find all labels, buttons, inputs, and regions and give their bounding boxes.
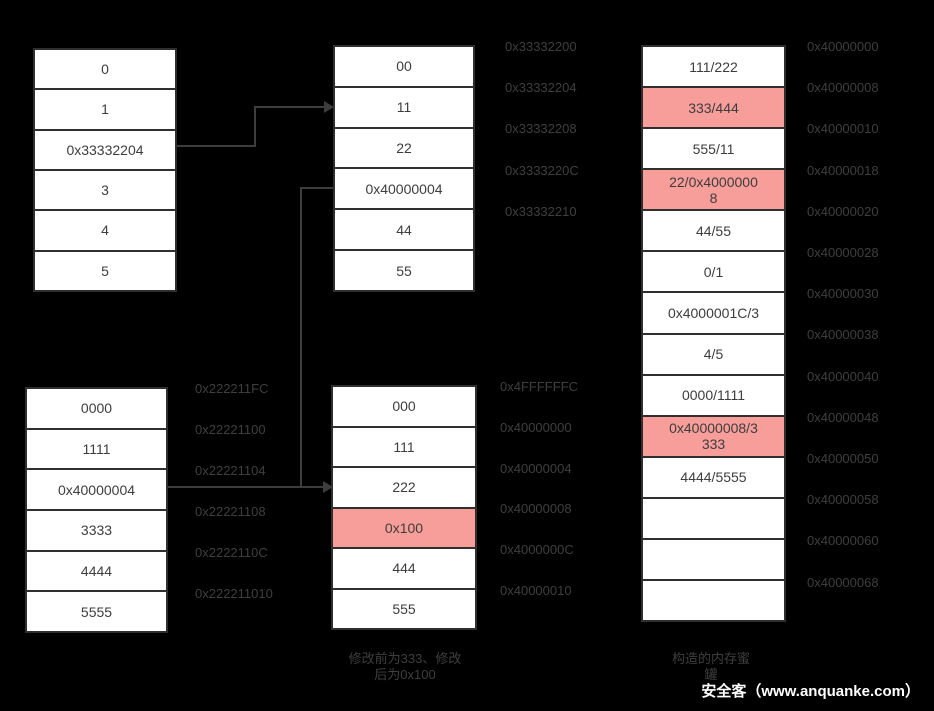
memory-cell-highlighted: 0x40000008/3 333 — [643, 414, 784, 456]
memory-cell: 0000/1111 — [643, 373, 784, 415]
memory-cell: 0 — [35, 50, 175, 89]
arrow-0x33332204-pointer — [177, 106, 325, 147]
address-label: 0x40000048 — [807, 410, 879, 425]
memory-cell: 55 — [335, 249, 473, 290]
address-label: 0x222211010 — [195, 586, 273, 601]
address-label: 0x40000040 — [807, 369, 879, 384]
memory-cell: 0000 — [27, 389, 166, 428]
address-label: 0x40000000 — [807, 39, 879, 54]
memory-cell: 4 — [35, 209, 175, 250]
memory-cell: 3333 — [27, 509, 166, 550]
address-label: 0x40000030 — [807, 286, 879, 301]
memory-cell: 0/1 — [643, 250, 784, 292]
memory-cell: 555 — [333, 587, 475, 628]
memory-cell: 0x40000004 — [27, 468, 166, 510]
memory-cell-highlighted: 333/444 — [643, 86, 784, 128]
memory-cell: 0x40000004 — [335, 167, 473, 209]
address-label: 0x2222110C — [195, 545, 268, 560]
memory-cell: 22 — [335, 126, 473, 168]
address-label: 0x4FFFFFFC — [500, 379, 578, 394]
address-label: 0x4000000C — [500, 542, 574, 557]
memory-cell: 3 — [35, 168, 175, 210]
memory-cell: 0x4000001C/3 — [643, 291, 784, 333]
memory-cell: 11 — [335, 85, 473, 127]
memory-cell: 222 — [333, 466, 475, 507]
memory-cell: 5555 — [27, 590, 166, 632]
memory-cell-highlighted: 0x100 — [333, 506, 475, 547]
memory-cell: 111/222 — [643, 47, 784, 87]
address-label: 0x40000038 — [807, 327, 879, 342]
memory-cell: 4/5 — [643, 332, 784, 374]
address-label: 0x40000018 — [807, 163, 879, 178]
address-label: 0x33332208 — [505, 121, 577, 136]
address-label: 0x22221108 — [195, 504, 266, 519]
memory-cell: 000 — [333, 387, 475, 426]
address-label: 0x33332200 — [505, 39, 577, 54]
memory-cell: 44 — [335, 208, 473, 250]
address-label: 0x22221100 — [195, 422, 266, 437]
address-label: 0x40000050 — [807, 451, 879, 466]
memory-cell: 4444/5555 — [643, 455, 784, 497]
memory-cell — [643, 496, 784, 538]
memory-cell: 5 — [35, 249, 175, 290]
caption-constructed-memory: 构造的内存蜜 罐 — [671, 651, 750, 682]
address-label: 0x40000058 — [807, 492, 879, 507]
address-label: 0x40000008 — [807, 80, 879, 95]
address-label: 0x40000028 — [807, 245, 879, 260]
memory-cell: 444 — [333, 547, 475, 588]
address-label: 0x33332210 — [505, 204, 577, 219]
caption-modified-value: 修改前为333、修改 后为0x100 — [348, 651, 462, 682]
address-label: 0x40000060 — [807, 533, 879, 548]
memory-cell-highlighted: 22/0x4000000 8 — [643, 168, 784, 210]
memory-cell: 111 — [333, 425, 475, 466]
address-label: 0x40000068 — [807, 575, 879, 590]
address-label: 0x222211FC — [195, 381, 269, 396]
address-label: 0x40000004 — [500, 461, 572, 476]
address-label: 0x40000000 — [500, 420, 572, 435]
address-label: 0x40000020 — [807, 204, 879, 219]
memory-cell: 1111 — [27, 427, 166, 469]
memory-cell — [643, 537, 784, 580]
address-label: 0x40000010 — [500, 583, 572, 598]
memory-cell: 555/11 — [643, 127, 784, 169]
address-label: 0x3333220C — [505, 163, 579, 178]
memory-cell: 4444 — [27, 549, 166, 591]
anquanke-watermark: 安全客（www.anquanke.com） — [701, 683, 920, 700]
address-label: 0x40000008 — [500, 501, 572, 516]
memory-cell — [643, 579, 784, 621]
address-label: 0x40000010 — [807, 121, 879, 136]
memory-cell: 0x33332204 — [35, 128, 175, 169]
address-label: 0x33332204 — [505, 80, 577, 95]
arrow-mid-0x40000004-pointer — [300, 187, 333, 488]
memory-cell: 1 — [35, 88, 175, 129]
memory-cell: 44/55 — [643, 209, 784, 251]
address-label: 0x22221104 — [195, 463, 266, 478]
memory-cell: 00 — [335, 47, 473, 86]
